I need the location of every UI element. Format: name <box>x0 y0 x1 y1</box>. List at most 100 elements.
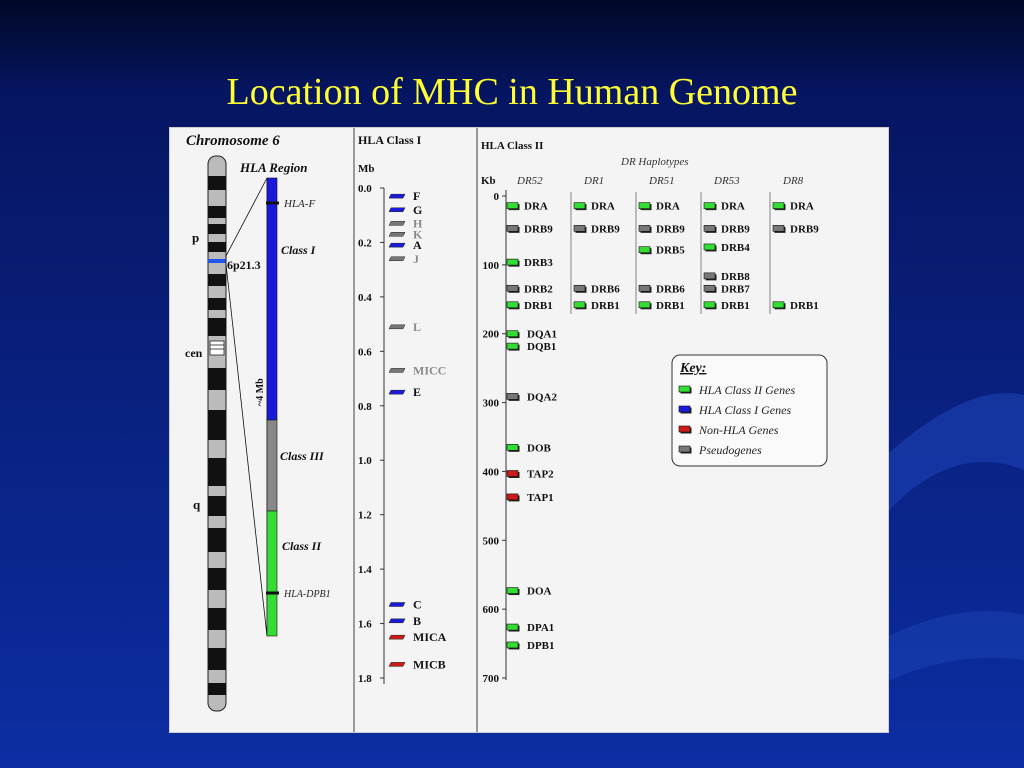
hla-region-label: HLA Region <box>239 160 308 175</box>
class-i-gene-label: L <box>413 320 421 334</box>
dr-gene-marker <box>573 225 587 233</box>
class-i-gene-label: A <box>413 238 422 252</box>
dr-gene-marker <box>506 301 520 310</box>
region-size-label: ~4 Mb <box>255 378 266 406</box>
dr-gene-marker <box>703 225 717 233</box>
class-i-gene-label: H <box>413 216 423 230</box>
dr-gene-label: DRB9 <box>591 223 620 235</box>
class-i-gene-marker <box>388 662 406 667</box>
class-i-section: HLA Class I Mb 0.00.20.40.60.81.01.21.41… <box>358 133 447 685</box>
hla-region-bar <box>266 177 279 637</box>
class-ii-gene-label: DQA1 <box>527 329 557 341</box>
legend-label: HLA Class II Genes <box>698 383 795 397</box>
class-ii-gene-label: DQA2 <box>527 391 557 403</box>
legend-swatch-non-hla <box>678 425 692 434</box>
class-ii-gene-marker <box>506 587 520 596</box>
dr-gene-marker <box>703 301 717 310</box>
class-i-gene-label: J <box>413 252 419 266</box>
class-ii-gene-marker <box>506 393 520 401</box>
class-i-gene-label: C <box>413 598 422 612</box>
dr-gene-marker <box>506 284 520 293</box>
haplotype-header-dr51: DR51 <box>648 175 675 187</box>
class-ii-title: HLA Class II <box>481 140 543 152</box>
dr-gene-marker <box>638 284 652 293</box>
class-ii-gene-label: DQB1 <box>527 341 556 353</box>
class-ii-region-label: Class II <box>282 539 322 553</box>
class-i-gene-label: B <box>413 614 421 628</box>
band-6p21-label: 6p21.3 <box>227 258 261 272</box>
dr-gene-label: DRB9 <box>790 223 819 235</box>
class-i-tick-label: 0.8 <box>358 401 372 413</box>
slide-title: Location of MHC in Human Genome <box>226 71 798 113</box>
class-i-unit: Mb <box>358 163 375 175</box>
dr-gene-label: DRB4 <box>721 242 750 254</box>
dr-haplotype-columns: DR52DRADRB9DRB3DRB2DRB1DR1DRADRB9DRB6DRB… <box>506 175 819 314</box>
class-i-gene-label: E <box>413 385 421 399</box>
chromosome-ideogram <box>207 155 227 712</box>
class-ii-section: HLA Class II DR Haplotypes Kb 0100200300… <box>481 140 819 685</box>
arm-p-label: p <box>192 230 199 245</box>
class-i-gene-marker <box>388 324 406 330</box>
class-ii-gene-label: TAP2 <box>527 468 554 480</box>
class-ii-gene-marker <box>506 623 520 632</box>
class-i-region-label: Class I <box>281 243 317 257</box>
class-ii-gene-label: TAP1 <box>527 492 554 504</box>
dr-gene-marker <box>638 225 652 233</box>
class-i-gene-label: MICA <box>413 630 447 644</box>
dr-gene-label: DRB8 <box>721 271 750 283</box>
dr-gene-label: DRA <box>524 201 548 213</box>
class-i-tick-label: 1.2 <box>358 510 372 522</box>
legend-swatch-class-i <box>678 405 692 414</box>
centromere-label: cen <box>185 346 203 360</box>
dr-gene-label: DRB9 <box>524 223 553 235</box>
class-ii-gene-marker <box>506 444 520 452</box>
chromosome-section: Chromosome 6 HLA Region <box>185 133 331 712</box>
class-i-tick-label: 1.0 <box>358 455 372 467</box>
class-ii-tick-label: 400 <box>483 466 500 478</box>
dr-gene-marker <box>703 243 717 252</box>
class-i-gene-label: K <box>413 227 423 241</box>
dr-gene-marker <box>772 225 786 233</box>
class-i-gene-marker <box>388 634 406 640</box>
dr-haplotypes-title: DR Haplotypes <box>620 156 689 168</box>
class-ii-tick-label: 300 <box>483 398 500 410</box>
class-ii-gene-marker <box>506 330 520 339</box>
class-ii-tick-label: 100 <box>483 260 500 272</box>
class-ii-gene-marker <box>506 470 520 478</box>
class-i-gene-marker <box>388 602 406 607</box>
dr-gene-marker <box>506 258 520 267</box>
class-i-title: HLA Class I <box>358 133 422 147</box>
class-ii-unit: Kb <box>481 175 496 187</box>
haplotype-header-dr52: DR52 <box>516 175 543 187</box>
class-i-tick-label: 1.4 <box>358 564 372 576</box>
dr-gene-marker <box>703 202 717 211</box>
dr-gene-label: DRA <box>656 201 680 213</box>
class-i-gene-label: G <box>413 203 422 217</box>
class-ii-tick-label: 500 <box>483 535 500 547</box>
dr-gene-label: DRB1 <box>524 300 553 312</box>
dr-gene-label: DRB1 <box>721 300 750 312</box>
class-ii-gene-label: DPA1 <box>527 622 554 634</box>
dr-gene-label: DRB3 <box>524 257 553 269</box>
class-i-tick-label: 0.6 <box>358 346 372 358</box>
legend-box <box>671 354 828 467</box>
class-i-gene-label: MICB <box>413 657 446 671</box>
legend-label: HLA Class I Genes <box>698 403 791 417</box>
class-i-gene-marker <box>388 221 406 226</box>
dr-gene-marker <box>638 202 652 211</box>
dr-gene-marker <box>638 246 652 255</box>
dr-gene-label: DRB6 <box>656 283 685 295</box>
class-ii-tick-label: 0 <box>494 191 500 203</box>
dr-gene-label: DRB9 <box>656 223 685 235</box>
dr-gene-label: DRB1 <box>591 300 620 312</box>
dr-gene-label: DRB5 <box>656 245 685 257</box>
class-i-tick-label: 1.6 <box>358 619 372 631</box>
dr-gene-label: DRB2 <box>524 283 553 295</box>
dr-gene-marker <box>638 301 652 310</box>
dr-gene-label: DRA <box>591 201 615 213</box>
class-i-gene-label: F <box>413 189 420 203</box>
